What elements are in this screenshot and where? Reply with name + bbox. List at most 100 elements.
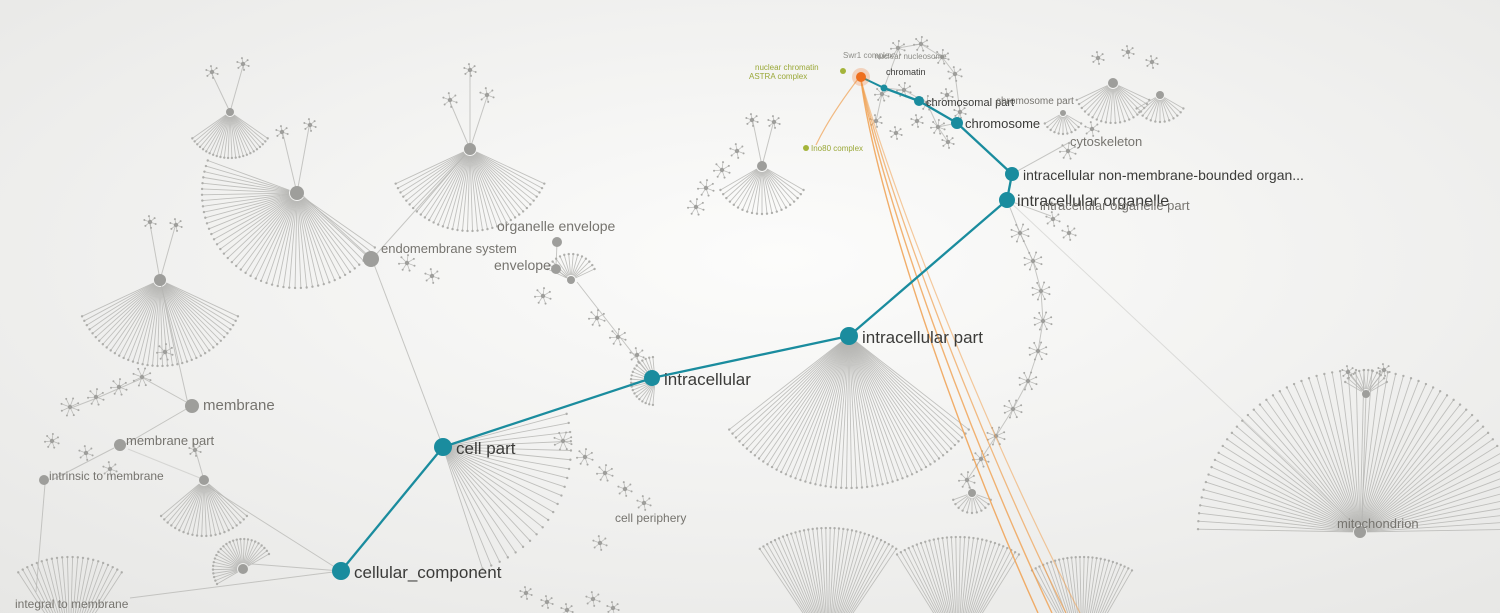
fan-hub-node[interactable] (238, 564, 248, 574)
node-junction[interactable] (880, 84, 888, 92)
label-intracellular-organelle-part[interactable]: intracellular organelle part (1040, 198, 1190, 213)
label-chromatin[interactable]: chromatin (886, 67, 926, 77)
node-chromosomal-part[interactable] (914, 96, 924, 106)
flower-hub-node[interactable] (467, 67, 473, 73)
flower-hub-node[interactable] (147, 219, 153, 225)
flower-hub-node[interactable] (615, 334, 621, 340)
flower-hub-node[interactable] (279, 129, 285, 135)
flower-hub-node[interactable] (590, 596, 596, 602)
node-intracellular[interactable] (644, 370, 660, 386)
flower-hub-node[interactable] (107, 466, 113, 472)
gray-node[interactable] (363, 251, 379, 267)
fan-hub-node[interactable] (968, 489, 976, 497)
flower-hub-node[interactable] (139, 374, 145, 380)
flower-hub-node[interactable] (1038, 288, 1044, 294)
flower-hub-node[interactable] (307, 122, 313, 128)
node-chromosome[interactable] (951, 117, 963, 129)
flower-hub-node[interactable] (582, 454, 588, 460)
gray-node[interactable] (39, 475, 49, 485)
flower-hub-node[interactable] (597, 540, 603, 546)
label-intracellular-organelle[interactable]: intracellular organelle (1017, 193, 1169, 210)
flower-hub-node[interactable] (1095, 55, 1101, 61)
selected-term-node[interactable] (856, 72, 866, 82)
flower-hub-node[interactable] (771, 119, 777, 125)
gray-node[interactable] (551, 264, 561, 274)
flower-hub-node[interactable] (564, 607, 570, 613)
flower-hub-node[interactable] (49, 438, 55, 444)
fan-hub-node[interactable] (1354, 526, 1366, 538)
label-cell-periphery[interactable]: cell periphery (615, 511, 686, 525)
flower-hub-node[interactable] (749, 117, 755, 123)
label-intracellular-non-membrane-bounded-organ[interactable]: intracellular non-membrane-bounded organ… (1023, 167, 1304, 183)
node-cell-part[interactable] (434, 438, 452, 456)
label-cell-part[interactable]: cell part (456, 439, 516, 458)
label-chromosomal-part[interactable]: chromosomal part (926, 97, 1014, 109)
flower-hub-node[interactable] (918, 41, 924, 47)
flower-hub-node[interactable] (1381, 367, 1387, 373)
flower-hub-node[interactable] (162, 349, 168, 355)
flower-hub-node[interactable] (1010, 406, 1016, 412)
flower-hub-node[interactable] (634, 352, 640, 358)
flower-hub-node[interactable] (719, 167, 725, 173)
fan-hub-node[interactable] (290, 186, 304, 200)
label-organelle-envelope[interactable]: organelle envelope (497, 218, 616, 234)
gray-node[interactable] (185, 399, 199, 413)
flower-hub-node[interactable] (544, 599, 550, 605)
label-envelope[interactable]: envelope (494, 257, 551, 273)
label-membrane[interactable]: membrane (203, 397, 275, 414)
flower-hub-node[interactable] (914, 118, 920, 124)
flower-hub-node[interactable] (703, 185, 709, 191)
node-cellular-component[interactable] (332, 562, 350, 580)
flower-hub-node[interactable] (1030, 258, 1036, 264)
fan-hub-node[interactable] (1060, 110, 1066, 116)
label-swr1-complex[interactable]: Swr1 complex (843, 51, 893, 60)
flower-hub-node[interactable] (879, 91, 885, 97)
flower-hub-node[interactable] (1149, 59, 1155, 65)
flower-hub-node[interactable] (404, 260, 410, 266)
flower-hub-node[interactable] (610, 605, 616, 611)
fan-hub-node[interactable] (1108, 78, 1118, 88)
flower-hub-node[interactable] (641, 500, 647, 506)
label-membrane-part[interactable]: membrane part (126, 433, 215, 448)
flower-hub-node[interactable] (1025, 378, 1031, 384)
flower-hub-node[interactable] (952, 71, 958, 77)
node-intracellular-part[interactable] (840, 327, 858, 345)
node-intracellular-organelle[interactable] (999, 192, 1015, 208)
flower-hub-node[interactable] (944, 92, 950, 98)
flower-hub-node[interactable] (734, 148, 740, 154)
label-mitochondrion[interactable]: mitochondrion (1337, 516, 1419, 531)
label-integral-to-membrane[interactable]: integral to membrane (15, 597, 129, 611)
flower-hub-node[interactable] (209, 69, 215, 75)
green-annotated-node[interactable] (803, 145, 809, 151)
label-ino80-complex[interactable]: Ino80 complex (811, 144, 863, 153)
gray-node[interactable] (552, 237, 562, 247)
fan-hub-node[interactable] (1362, 390, 1370, 398)
fan-hub-node[interactable] (757, 161, 767, 171)
flower-hub-node[interactable] (935, 124, 941, 130)
flower-hub-node[interactable] (429, 273, 435, 279)
flower-hub-node[interactable] (693, 204, 699, 210)
flower-hub-node[interactable] (602, 470, 608, 476)
flower-hub-node[interactable] (978, 456, 984, 462)
flower-hub-node[interactable] (939, 54, 945, 60)
label-chromosome-part[interactable]: chromosome part (996, 96, 1074, 107)
flower-hub-node[interactable] (173, 222, 179, 228)
flower-hub-node[interactable] (83, 450, 89, 456)
label-intrinsic-to-membrane[interactable]: intrinsic to membrane (49, 469, 164, 483)
flower-hub-node[interactable] (116, 384, 122, 390)
gray-node[interactable] (114, 439, 126, 451)
flower-hub-node[interactable] (1066, 230, 1072, 236)
flower-hub-node[interactable] (594, 315, 600, 321)
flower-hub-node[interactable] (873, 118, 879, 124)
fan-hub-node[interactable] (199, 475, 209, 485)
flower-hub-node[interactable] (945, 139, 951, 145)
flower-hub-node[interactable] (1065, 148, 1071, 154)
label-cellular-component[interactable]: cellular_component (354, 563, 502, 582)
node-intracellular-non-membrane-bounded-organelle[interactable] (1005, 167, 1019, 181)
flower-hub-node[interactable] (901, 87, 907, 93)
flower-hub-node[interactable] (1035, 348, 1041, 354)
flower-hub-node[interactable] (893, 130, 899, 136)
label-nuclear-nucleosome[interactable]: nuclear nucleosome (875, 52, 947, 61)
flower-hub-node[interactable] (447, 97, 453, 103)
